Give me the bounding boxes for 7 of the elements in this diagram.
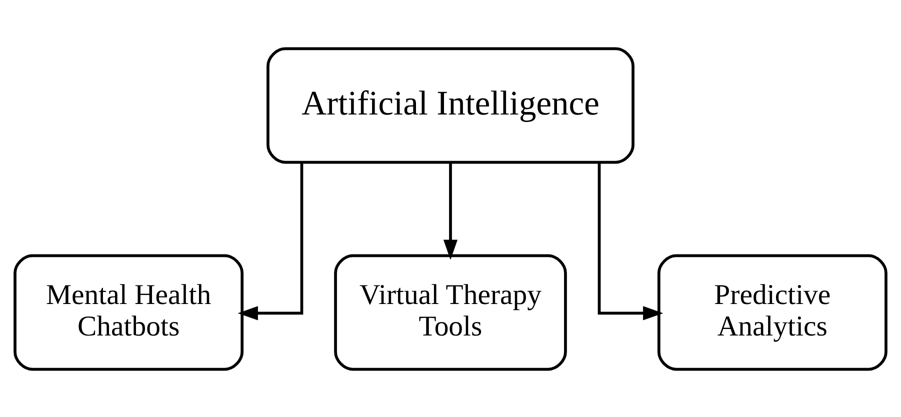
node-box: Mental Health Chatbots — [14, 254, 244, 370]
node-box: Virtual Therapy Tools — [334, 254, 567, 370]
arrow — [598, 162, 664, 320]
arrow — [443, 162, 458, 260]
arrow — [238, 162, 304, 320]
node-box: Predictive Analytics — [657, 254, 888, 370]
node-box: Artificial Intelligence — [266, 46, 634, 164]
